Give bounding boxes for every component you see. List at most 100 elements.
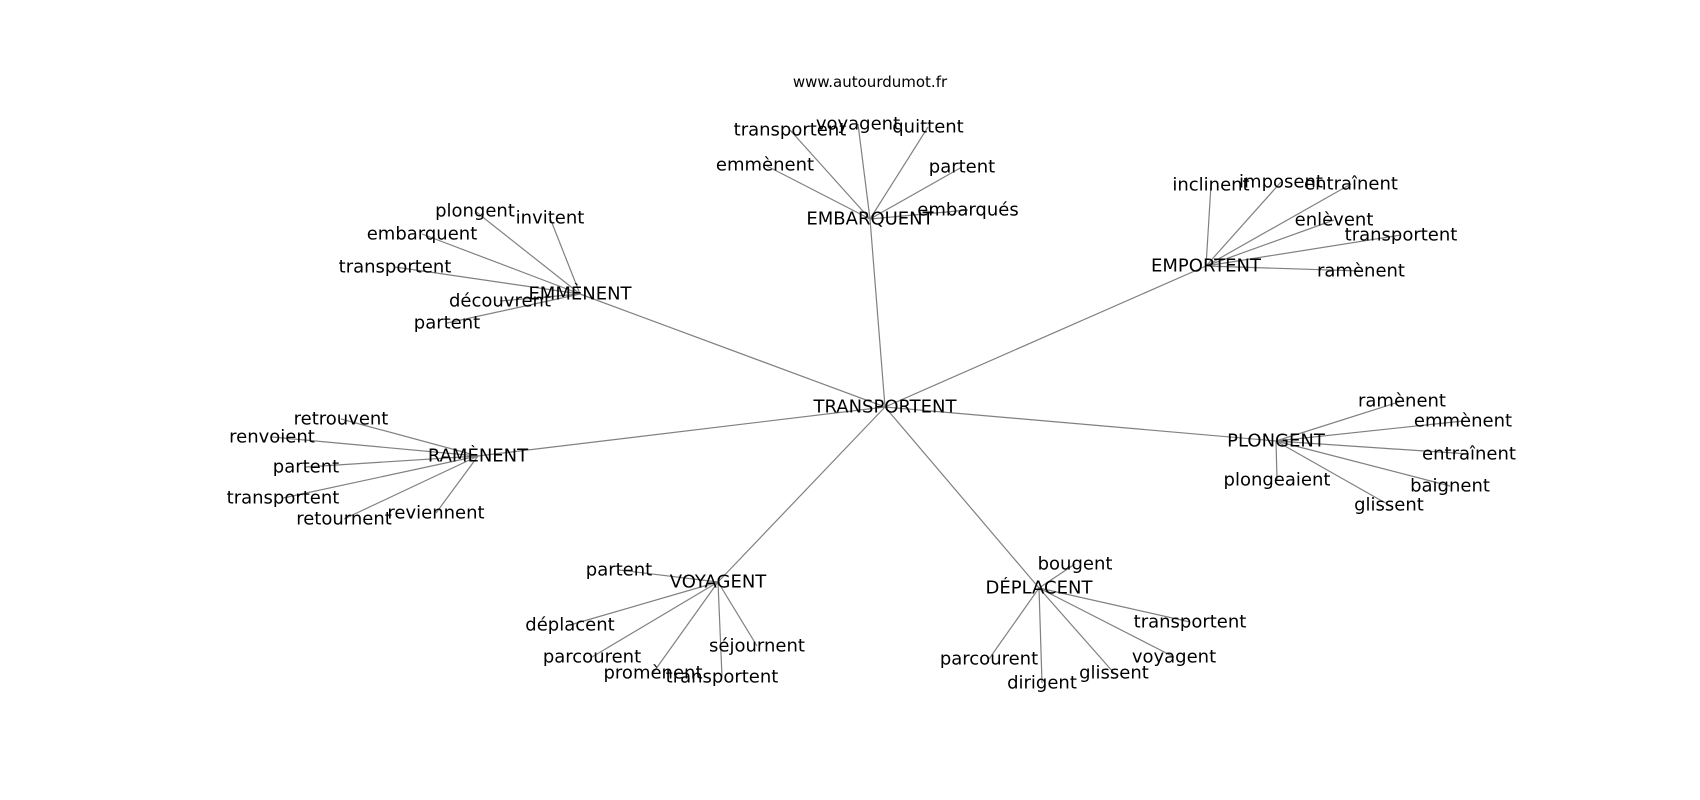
leaf-node[interactable]: retournent	[296, 509, 392, 530]
graph-labels: TRANSPORTENTEMBARQUENTtransportentvoyage…	[227, 114, 1516, 694]
edge-hub-to-leaf	[549, 217, 581, 295]
edge-hub-to-leaf	[1205, 234, 1402, 267]
leaf-node[interactable]: voyagent	[1132, 647, 1216, 668]
edge-hub-to-leaf	[305, 455, 479, 468]
leaf-node[interactable]: ramènent	[1317, 261, 1405, 282]
edge-hub-to-leaf	[1205, 265, 1362, 272]
edge-hub-to-leaf	[1205, 181, 1282, 267]
hub-node[interactable]: EMMÈNENT	[528, 283, 632, 305]
edge-hub-to-leaf	[789, 129, 871, 220]
edge-hub-to-leaf	[1038, 587, 1043, 684]
hub-node[interactable]: DÉPLACENT	[986, 577, 1094, 599]
edge-hub-to-leaf	[435, 455, 479, 514]
edge-hub-to-leaf	[591, 581, 719, 658]
leaf-node[interactable]: transportent	[666, 667, 779, 688]
edge-root-to-hub	[884, 406, 1040, 589]
graph-edges	[271, 123, 1470, 684]
leaf-node[interactable]: embarquent	[367, 224, 478, 245]
leaf-node[interactable]: imposent	[1239, 172, 1323, 193]
leaf-node[interactable]: partent	[929, 157, 995, 178]
leaf-node[interactable]: glissent	[1354, 495, 1424, 516]
edge-hub-to-leaf	[869, 126, 929, 220]
leaf-node[interactable]: inclinent	[1172, 175, 1249, 196]
edge-hub-to-leaf	[282, 455, 479, 499]
leaf-node[interactable]: transportent	[339, 257, 452, 278]
leaf-node[interactable]: transportent	[1134, 612, 1247, 633]
leaf-node[interactable]: dirigent	[1007, 673, 1077, 694]
hub-node[interactable]: PLONGENT	[1227, 431, 1326, 452]
edge-hub-to-leaf	[474, 210, 581, 295]
source-url: www.autourdumot.fr	[793, 73, 948, 91]
edge-hub-to-leaf	[717, 581, 758, 647]
edge-hub-to-leaf	[1205, 184, 1212, 267]
leaf-node[interactable]: plongeaient	[1224, 470, 1331, 491]
edge-hub-to-leaf	[569, 581, 719, 626]
edge-hub-to-leaf	[1275, 400, 1403, 442]
leaf-node[interactable]: entraînent	[1304, 174, 1398, 195]
leaf-node[interactable]: transportent	[227, 488, 340, 509]
edge-hub-to-leaf	[869, 209, 969, 220]
edge-hub-to-leaf	[271, 436, 479, 457]
hub-node[interactable]: EMBARQUENT	[806, 209, 934, 230]
leaf-node[interactable]: plongent	[435, 201, 515, 222]
edge-root-to-hub	[717, 406, 886, 583]
edge-hub-to-leaf	[1275, 440, 1470, 455]
edge-hub-to-leaf	[1038, 587, 1175, 658]
leaf-node[interactable]: quittent	[892, 117, 964, 138]
edge-hub-to-leaf	[618, 569, 719, 583]
leaf-node[interactable]: transportent	[734, 120, 847, 141]
edge-hub-to-leaf	[1038, 563, 1076, 589]
edge-hub-to-leaf	[340, 418, 479, 457]
leaf-node[interactable]: bougent	[1038, 554, 1113, 575]
leaf-node[interactable]: découvrent	[449, 291, 551, 312]
leaf-node[interactable]: voyagent	[816, 114, 900, 135]
edge-root-to-hub	[869, 218, 886, 408]
edge-hub-to-leaf	[499, 293, 581, 302]
edge-hub-to-leaf	[394, 266, 581, 295]
hub-node[interactable]: VOYAGENT	[670, 572, 768, 593]
leaf-node[interactable]: partent	[586, 560, 652, 581]
leaf-node[interactable]: emmènent	[716, 155, 814, 176]
leaf-node[interactable]: parcourent	[940, 649, 1038, 670]
edge-root-to-hub	[579, 293, 886, 408]
edge-hub-to-leaf	[869, 166, 963, 220]
edge-hub-to-leaf	[343, 455, 479, 520]
hub-node[interactable]: RAMÈNENT	[428, 445, 529, 467]
hub-node[interactable]: EMPORTENT	[1151, 256, 1262, 277]
edge-hub-to-leaf	[1275, 440, 1390, 506]
edge-hub-to-leaf	[1275, 420, 1464, 442]
edge-root-to-hub	[884, 406, 1277, 442]
edge-hub-to-leaf	[421, 233, 581, 295]
leaf-node[interactable]: déplacent	[525, 615, 614, 636]
edge-hub-to-leaf	[857, 123, 871, 220]
leaf-node[interactable]: invitent	[516, 208, 585, 229]
leaf-node[interactable]: partent	[273, 457, 339, 478]
leaf-node[interactable]: parcourent	[543, 647, 641, 668]
leaf-node[interactable]: baignent	[1410, 476, 1490, 497]
edge-hub-to-leaf	[1038, 587, 1191, 623]
leaf-node[interactable]: enlèvent	[1295, 210, 1374, 231]
leaf-node[interactable]: séjournent	[709, 636, 805, 657]
leaf-node[interactable]: emmènent	[1414, 411, 1512, 432]
leaf-node[interactable]: transportent	[1345, 225, 1458, 246]
leaf-node[interactable]: renvoient	[229, 427, 315, 448]
edge-hub-to-leaf	[717, 581, 723, 678]
leaf-node[interactable]: embarqués	[917, 200, 1018, 221]
leaf-node[interactable]: ramènent	[1358, 391, 1446, 412]
edge-hub-to-leaf	[764, 164, 871, 220]
edge-hub-to-leaf	[652, 581, 719, 674]
leaf-node[interactable]: promènent	[604, 663, 703, 684]
root-node[interactable]: TRANSPORTENT	[812, 397, 957, 418]
leaf-node[interactable]: glissent	[1079, 663, 1149, 684]
leaf-node[interactable]: partent	[414, 313, 480, 334]
leaf-node[interactable]: reviennent	[387, 503, 484, 524]
edge-hub-to-leaf	[1205, 183, 1352, 267]
leaf-node[interactable]: retrouvent	[294, 409, 389, 430]
edge-hub-to-leaf	[1275, 440, 1278, 481]
edge-root-to-hub	[477, 406, 886, 457]
edge-hub-to-leaf	[446, 293, 581, 324]
leaf-node[interactable]: entraînent	[1422, 444, 1516, 465]
edge-hub-to-leaf	[988, 587, 1040, 660]
edge-hub-to-leaf	[1038, 587, 1115, 674]
